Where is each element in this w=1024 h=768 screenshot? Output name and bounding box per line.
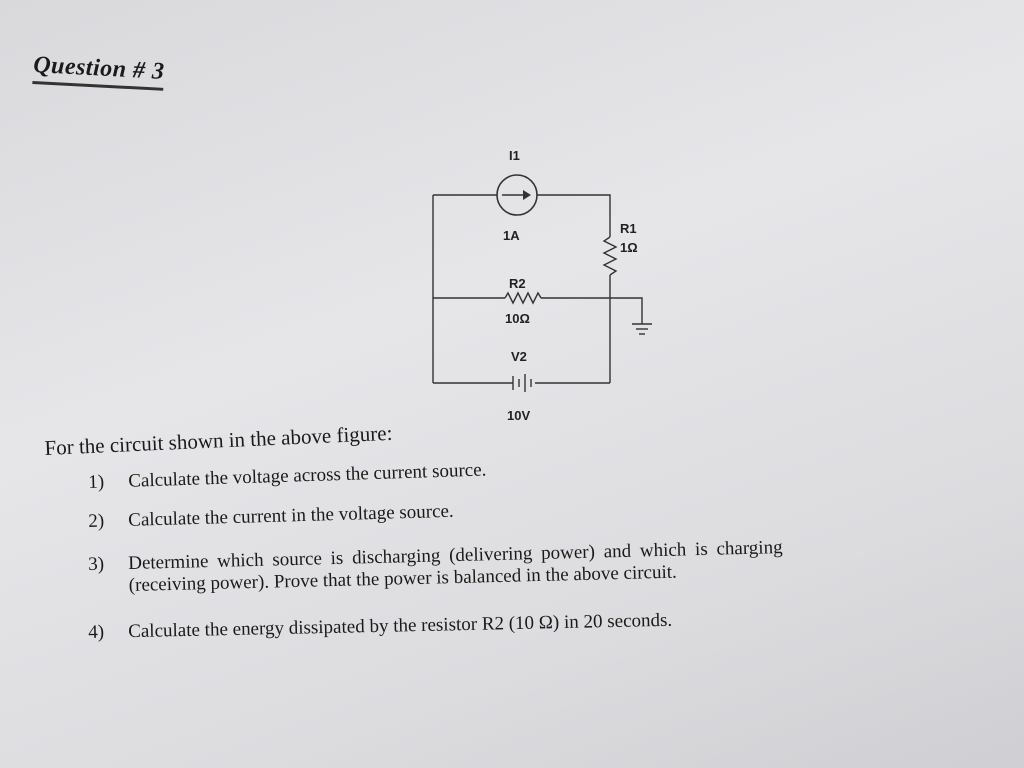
circuit-diagram: I1 1A R1 1Ω R2 10Ω V2 10V [432,148,652,423]
current-source-circle [496,174,538,216]
r1-value-label: 1Ω [620,240,638,255]
r2-value-label: 10Ω [505,311,530,326]
wire-to-ground [610,297,643,324]
r2-label: R2 [509,276,526,291]
r1-label: R1 [620,221,637,236]
question-item-2: 2) Calculate the current in the voltage s… [88,501,454,533]
i1-value-label: 1A [503,228,520,243]
v2-value-label: 10V [507,408,530,423]
wire-top-right [537,194,611,237]
v2-label: V2 [511,349,527,364]
question-text: Calculate the energy dissipated by the r… [127,609,673,643]
question-number: 4) [88,621,105,643]
resistor-r2 [504,291,542,305]
question-item-1: 1) Calculate the voltage across the curre… [88,459,487,493]
question-item-4: 4) Calculate the energy dissipated by the… [88,610,672,644]
i1-label: I1 [509,148,520,163]
question-text: Calculate the voltage across the current… [127,459,487,492]
question-number: 2) [88,510,105,532]
question-text: Calculate the current in the voltage sou… [127,500,454,531]
question-item-3: 3)Determine which source is discharging … [88,537,783,598]
question-number: 3) [88,553,105,575]
question-number: 1) [88,471,105,493]
resistor-r1 [602,236,618,276]
